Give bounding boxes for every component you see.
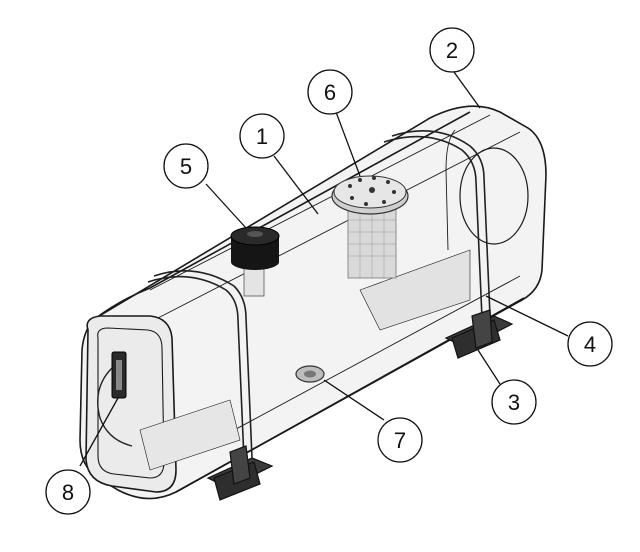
leader-6 [335,111,361,177]
callout-label-7: 7 [394,428,406,453]
leader-5 [205,183,247,229]
leader-8 [79,397,119,467]
callout-label-5: 5 [180,154,192,179]
callout-2: 2 [429,27,475,73]
leader-3 [477,349,501,385]
callout-label-2: 2 [446,38,458,63]
leader-lines [79,71,569,467]
callout-4: 4 [567,321,613,367]
callout-6: 6 [307,69,353,115]
leader-4 [485,295,569,337]
drain-plug [295,365,325,383]
leader-7 [323,379,385,421]
callout-label-3: 3 [508,390,520,415]
level-gauge [97,351,133,447]
callouts: 1 2 3 4 5 6 7 8 [45,27,613,515]
callout-5: 5 [163,143,209,189]
callout-label-8: 8 [62,480,74,505]
callout-1: 1 [239,113,285,159]
bracket-left [206,445,274,501]
bracket-right [444,309,514,359]
callout-3: 3 [491,379,537,425]
callout-label-4: 4 [584,332,596,357]
leader-1 [273,155,319,215]
callout-label-1: 1 [256,124,268,149]
callout-7: 7 [377,417,423,463]
mounting-brackets [206,309,514,501]
filler-cap [230,226,280,297]
callout-8: 8 [45,469,91,515]
tank-body [79,105,547,500]
callout-label-6: 6 [324,80,336,105]
fuel-sender-unit [331,175,409,279]
leader-2 [453,71,481,109]
